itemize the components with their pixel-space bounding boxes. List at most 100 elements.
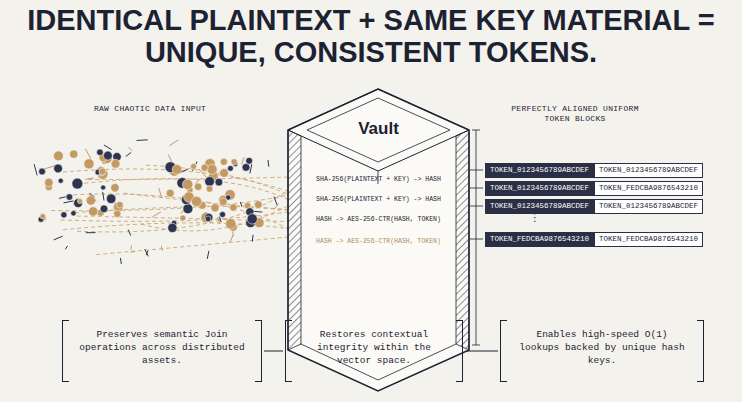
data-fragment <box>152 212 161 217</box>
token-block: TOKEN_FEDCBA9876543210 <box>485 232 594 247</box>
data-particle <box>207 164 217 174</box>
data-particle <box>194 183 202 191</box>
data-particle <box>220 211 226 217</box>
data-particle <box>254 201 262 209</box>
data-fragment <box>274 204 278 209</box>
data-fragment <box>129 147 132 151</box>
token-block: TOKEN_0123456789ABCDEF <box>594 199 703 214</box>
token-block: TOKEN_FEDCBA9876543210 <box>594 232 703 247</box>
data-fragment <box>242 157 245 164</box>
token-feed-lines <box>470 170 483 239</box>
data-particle <box>99 168 106 175</box>
connector <box>264 351 283 352</box>
data-particle <box>231 159 237 165</box>
formula: SHA-256(PLAINTEXT + KEY) -> HASH <box>287 176 470 184</box>
data-particle <box>111 159 120 168</box>
data-particle <box>183 204 193 214</box>
data-particle <box>205 177 215 187</box>
data-particle <box>53 151 63 161</box>
data-particle <box>215 178 223 186</box>
data-particle <box>84 159 94 169</box>
bracket <box>62 320 69 382</box>
data-particle <box>246 157 253 164</box>
data-stream <box>84 179 298 205</box>
hatched-side <box>456 130 469 350</box>
data-particle <box>103 151 112 160</box>
data-fragment <box>86 232 96 233</box>
token-text: TOKEN_0123456789ABCDEF <box>599 202 698 210</box>
section-label: RAW CHAOTIC DATA INPUT <box>85 104 215 114</box>
benefit-text: Enables high-speed O(1) lookups backed b… <box>514 328 690 367</box>
data-particle <box>191 196 201 206</box>
data-particle <box>101 185 106 190</box>
data-particle <box>77 199 82 204</box>
chaotic-data <box>34 140 298 264</box>
data-particle <box>86 196 95 205</box>
data-fragment <box>219 217 221 223</box>
data-particle <box>219 198 227 206</box>
token-block: TOKEN_FEDCBA9876543210 <box>594 181 703 196</box>
data-fragment <box>274 197 277 205</box>
data-particle <box>70 150 78 158</box>
cube-top <box>288 89 469 171</box>
data-stream <box>66 194 298 234</box>
data-fragment <box>207 251 209 259</box>
bracket <box>285 320 292 382</box>
data-particle <box>72 178 83 189</box>
hatched-side <box>288 130 301 350</box>
data-particle <box>225 189 235 199</box>
data-particle <box>88 207 97 216</box>
data-fragment <box>120 258 122 264</box>
bracket <box>500 320 507 382</box>
data-particle <box>106 194 116 204</box>
benefit-box: Restores contextual integrity within the… <box>285 320 463 382</box>
data-particle <box>220 158 227 165</box>
data-fragment <box>85 149 91 160</box>
data-particle <box>211 204 219 212</box>
dimension-line <box>472 130 480 345</box>
token-text: TOKEN_0123456789ABCDEF <box>490 202 589 210</box>
connector <box>465 351 498 352</box>
cube-outline <box>288 89 469 391</box>
formula: HASH -> AES-256-CTR(HASH, TOKEN) <box>287 216 470 224</box>
token-block: TOKEN_0123456789ABCDEF <box>485 199 594 214</box>
token-text: TOKEN_FEDCBA9876543210 <box>490 235 589 243</box>
data-fragment <box>104 145 112 150</box>
data-particle <box>40 213 45 218</box>
data-particle <box>168 223 177 232</box>
data-particle <box>227 165 233 171</box>
data-fragment <box>161 246 163 251</box>
data-fragment <box>85 178 93 179</box>
data-particle <box>205 216 211 222</box>
data-particle <box>180 215 186 221</box>
data-particle <box>206 186 213 193</box>
data-particle <box>230 204 237 211</box>
token-text: TOKEN_FEDCBA9876543210 <box>599 235 698 243</box>
data-particle <box>114 210 121 217</box>
data-stream <box>51 193 298 211</box>
data-fragment <box>128 230 131 236</box>
data-fragment <box>145 249 149 256</box>
section-label: PERFECTLY ALIGNED UNIFORM TOKEN BLOCKS <box>510 104 640 124</box>
token-text: TOKEN_0123456789ABCDEF <box>599 166 698 174</box>
formula: SHA-256(PLAINTEXT + KEY) -> HASH <box>287 196 470 204</box>
data-stream <box>77 183 298 232</box>
data-particle <box>54 164 63 173</box>
data-fragment <box>131 251 135 253</box>
data-particle <box>45 178 54 187</box>
data-particle <box>61 212 67 218</box>
data-fragment <box>130 246 132 250</box>
benefit-box: Preserves semantic Join operations acros… <box>62 320 262 382</box>
bracket <box>697 320 704 382</box>
data-particle <box>39 168 46 175</box>
token-block: TOKEN_0123456789ABCDEF <box>594 163 703 178</box>
data-fragment <box>59 197 66 199</box>
data-particle <box>74 199 83 208</box>
data-particle <box>97 149 104 156</box>
benefit-text: Restores contextual integrity within the… <box>299 328 449 367</box>
token-text: TOKEN_FEDCBA9876543210 <box>599 184 698 192</box>
vault-title: Vault <box>287 119 470 139</box>
data-stream <box>96 236 298 254</box>
data-fragment <box>168 154 172 161</box>
data-particle <box>247 214 257 224</box>
